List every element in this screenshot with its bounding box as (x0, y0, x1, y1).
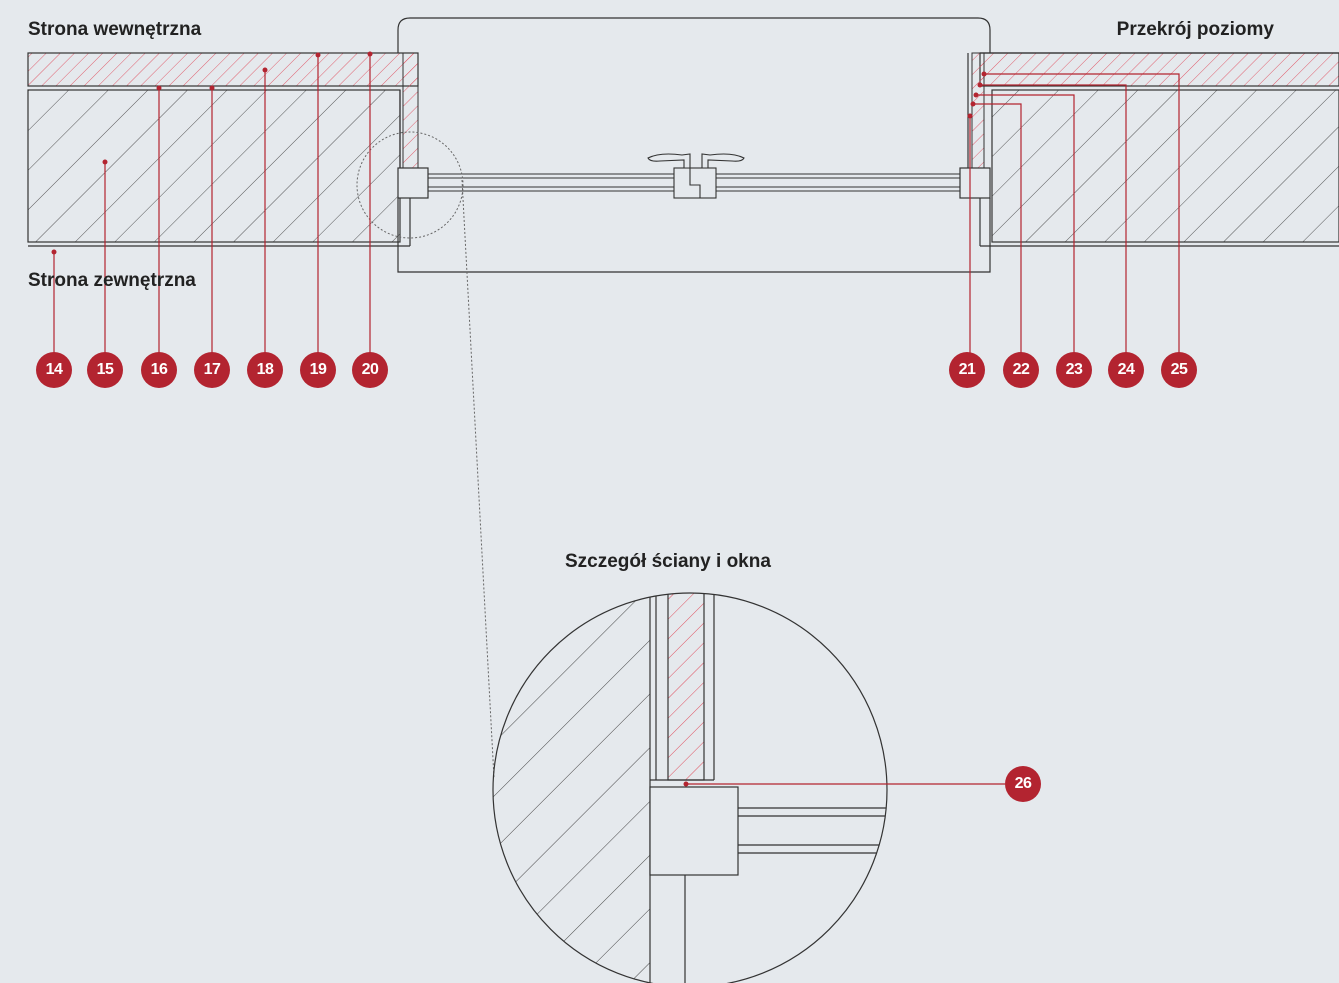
marker-15: 15 (87, 352, 123, 388)
marker-16: 16 (141, 352, 177, 388)
marker-26: 26 (1005, 766, 1041, 802)
marker-19: 19 (300, 352, 336, 388)
left-wall (27, 52, 419, 247)
marker-21: 21 (949, 352, 985, 388)
left-leaders (51, 51, 373, 356)
right-leaders (967, 71, 1180, 356)
marker-25: 25 (1161, 352, 1197, 388)
detail-view (492, 592, 1005, 983)
left-masonry-layer (27, 89, 401, 243)
marker-23: 23 (1056, 352, 1092, 388)
left-reveal-insulation (402, 52, 419, 169)
marker-22: 22 (1003, 352, 1039, 388)
glazing (428, 173, 960, 192)
magnifier-circle (356, 131, 464, 239)
opening-outline (397, 17, 991, 273)
magnifier-connector (461, 179, 495, 779)
marker-20: 20 (352, 352, 388, 388)
right-masonry-layer (991, 89, 1339, 243)
marker-24: 24 (1108, 352, 1144, 388)
left-frame-block (397, 167, 429, 199)
marker-14: 14 (36, 352, 72, 388)
inner-side-label: Strona wewnętrzna (28, 19, 202, 40)
right-reveal-insulation (971, 52, 985, 169)
right-insulation-layer (979, 52, 1339, 87)
right-frame-block (959, 167, 991, 199)
section-title: Przekrój poziomy (1116, 19, 1274, 40)
outer-side-label: Strona zewnętrzna (28, 270, 196, 291)
detail-title: Szczegół ściany i okna (565, 551, 771, 572)
marker-17: 17 (194, 352, 230, 388)
right-wall (967, 52, 1339, 247)
marker-18: 18 (247, 352, 283, 388)
mullion-with-handles (647, 153, 745, 199)
left-insulation-layer (27, 52, 419, 87)
